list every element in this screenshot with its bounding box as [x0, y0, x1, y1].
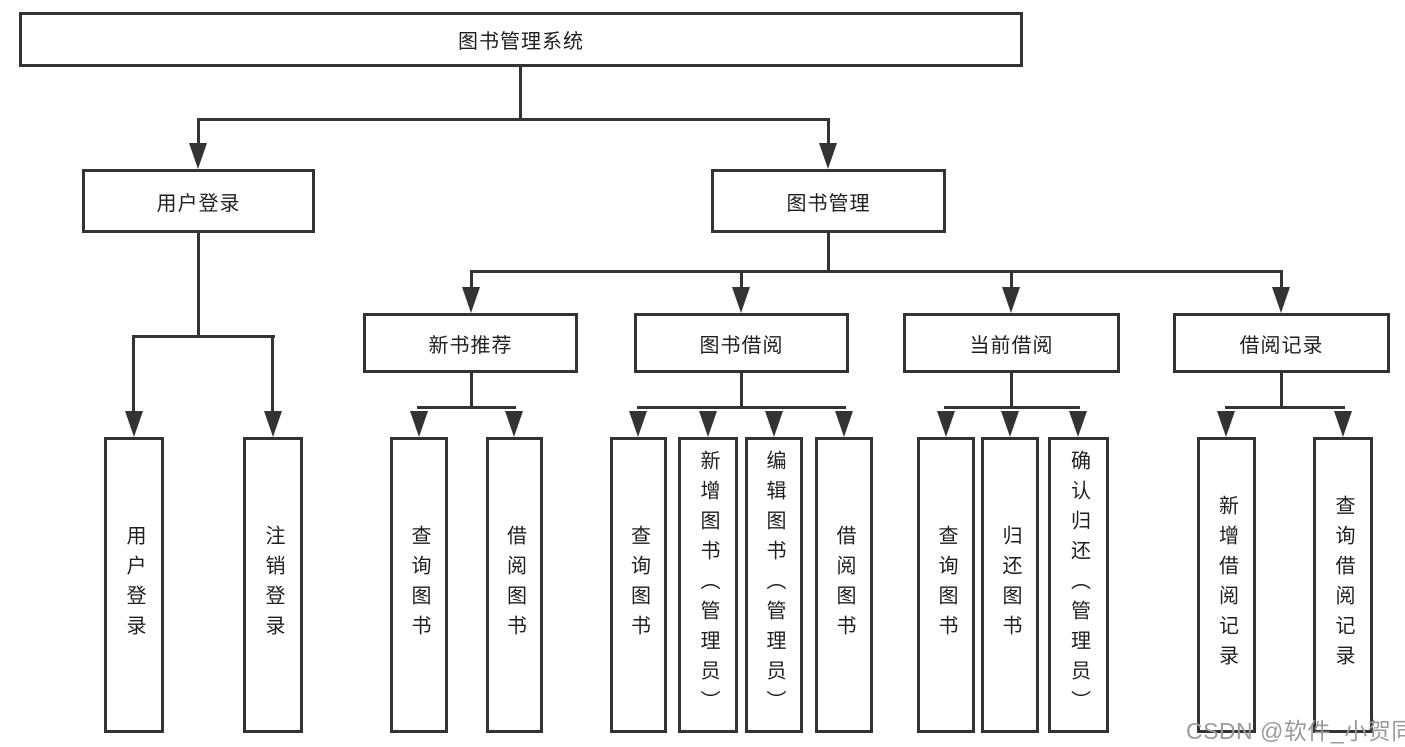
- arrow-down-icon: [819, 143, 837, 169]
- node-label: 图书管理: [786, 192, 871, 215]
- arrow-down-icon: [1069, 411, 1087, 437]
- leaf-return-book: 归还图书: [981, 437, 1039, 733]
- connector-root-stem: [519, 67, 522, 118]
- node-label: 借阅记录: [1239, 334, 1324, 357]
- connector-mgmt-hbar: [470, 270, 1282, 273]
- leaf-add-book-admin: 新增图书（管理员）: [678, 437, 738, 733]
- leaf-query-books-borrow: 查询图书: [610, 437, 667, 733]
- connector-drop-line: [132, 335, 135, 415]
- node-label: 图书借阅: [699, 334, 784, 357]
- leaf-label: 归还图书: [999, 525, 1021, 645]
- leaf-label: 查询图书: [627, 525, 650, 645]
- arrow-down-icon: [410, 411, 428, 437]
- connector-hbar: [417, 406, 516, 409]
- arrow-down-icon: [732, 287, 750, 313]
- leaf-label: 新增借阅记录: [1215, 495, 1238, 675]
- arrow-down-icon: [125, 411, 143, 437]
- connector-stem: [740, 373, 743, 408]
- arrow-down-icon: [1334, 411, 1352, 437]
- arrow-down-icon: [699, 411, 717, 437]
- connector-hbar: [1225, 406, 1345, 409]
- connector-drop-line: [740, 270, 743, 290]
- connector-drop-line: [271, 335, 274, 415]
- node-book-management: 图书管理: [711, 169, 946, 233]
- leaf-label: 编辑图书（管理员）: [763, 450, 785, 720]
- connector-stem: [1010, 373, 1013, 408]
- connector-drop-line: [470, 270, 473, 290]
- arrow-down-icon: [1001, 411, 1019, 437]
- arrow-down-icon: [462, 287, 480, 313]
- leaf-label: 查询图书: [408, 525, 430, 645]
- connector-drop-line: [197, 118, 200, 146]
- leaf-label: 借阅图书: [503, 525, 526, 645]
- leaf-label: 查询图书: [935, 525, 957, 645]
- arrow-down-icon: [835, 411, 853, 437]
- arrow-down-icon: [937, 411, 955, 437]
- node-label: 当前借阅: [969, 334, 1054, 357]
- node-label: 新书推荐: [428, 334, 513, 357]
- node-root-library-system: 图书管理系统: [19, 12, 1023, 67]
- leaf-borrow-books-recommend: 借阅图书: [486, 437, 543, 733]
- leaf-label: 用户登录: [123, 525, 145, 645]
- leaf-logout: 注销登录: [243, 437, 303, 733]
- connector-login-hbar: [132, 335, 275, 338]
- csdn-watermark: CSDN @软件_小贺同学: [1186, 718, 1405, 744]
- arrow-down-icon: [1217, 411, 1235, 437]
- leaf-label: 确认归还（管理员）: [1067, 450, 1090, 720]
- node-book-borrow: 图书借阅: [634, 313, 849, 373]
- connector-drop-line: [1280, 270, 1283, 290]
- node-label: 图书管理系统: [458, 31, 584, 53]
- connector-hbar: [944, 406, 1080, 409]
- leaf-label: 查询借阅记录: [1332, 495, 1354, 675]
- leaf-query-books-current: 查询图书: [917, 437, 975, 733]
- connector-hbar: [637, 406, 846, 409]
- connector-drop-line: [1010, 270, 1013, 290]
- arrow-down-icon: [189, 143, 207, 169]
- connector-drop-line: [827, 118, 830, 146]
- node-user-login: 用户登录: [82, 169, 315, 233]
- connector-stem: [470, 373, 473, 408]
- node-borrow-records: 借阅记录: [1173, 313, 1390, 373]
- connector-stem: [1280, 373, 1283, 408]
- connector-root-hbar: [197, 118, 829, 121]
- leaf-edit-book-admin: 编辑图书（管理员）: [745, 437, 803, 733]
- node-label: 用户登录: [156, 192, 241, 215]
- leaf-label: 新增图书（管理员）: [697, 450, 719, 720]
- arrow-down-icon: [505, 411, 523, 437]
- arrow-down-icon: [1272, 287, 1290, 313]
- connector-mgmt-stem: [827, 233, 830, 270]
- arrow-down-icon: [264, 411, 282, 437]
- leaf-borrow-books: 借阅图书: [815, 437, 873, 733]
- leaf-user-login: 用户登录: [104, 437, 164, 733]
- arrow-down-icon: [765, 411, 783, 437]
- arrow-down-icon: [629, 411, 647, 437]
- arrow-down-icon: [1002, 287, 1020, 313]
- leaf-label: 借阅图书: [833, 525, 855, 645]
- leaf-add-borrow-record: 新增借阅记录: [1197, 437, 1256, 733]
- node-new-book-recommend: 新书推荐: [363, 313, 578, 373]
- leaf-confirm-return-admin: 确认归还（管理员）: [1048, 437, 1109, 733]
- leaf-label: 注销登录: [262, 525, 284, 645]
- leaf-query-books-recommend: 查询图书: [390, 437, 448, 733]
- node-current-borrow: 当前借阅: [903, 313, 1120, 373]
- connector-login-stem: [197, 233, 200, 335]
- leaf-query-borrow-record: 查询借阅记录: [1313, 437, 1373, 733]
